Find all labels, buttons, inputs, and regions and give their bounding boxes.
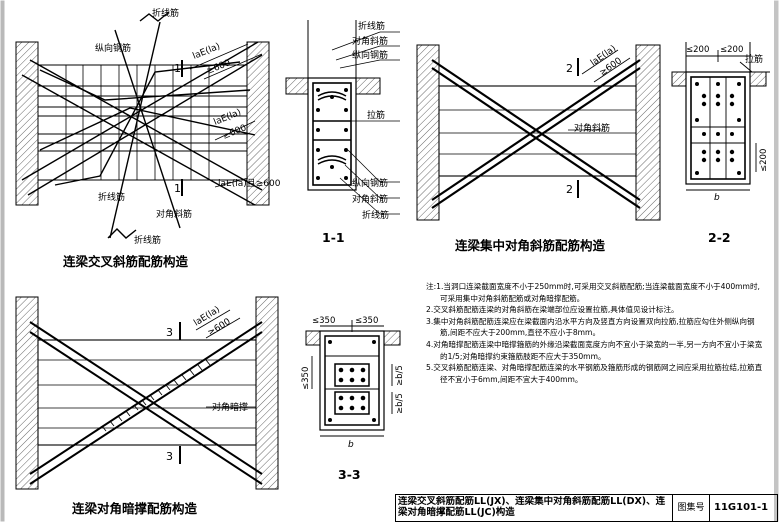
sec2-dim-top-left: ≤200: [686, 45, 709, 55]
concentrated-diagonal-figure: laE(la) ≥600 对角斜筋 2 2 连梁集中对角斜筋配筋构造: [416, 44, 661, 253]
section-3-3: ≤350 ≤350 ≤350 ≥b/5 ≥b/5 b 3-3: [301, 316, 405, 482]
diagonal-bar-label: 对角斜筋: [156, 208, 192, 220]
fig3-strut-label: 对角暗撑: [212, 401, 248, 413]
section-mark-1-bottom: 1: [174, 182, 181, 195]
sec1-label-1: 折线筋: [358, 20, 385, 32]
section-1-1: 折线筋 对角斜筋 纵向钢筋 拉筋 纵向钢筋 对角斜筋 折线筋 1-1: [285, 20, 400, 245]
fig3-mark-top: 3: [166, 326, 173, 339]
sec3-dim-top-left: ≤350: [312, 316, 335, 326]
atlas-number: 11G101-1: [714, 502, 769, 513]
section-1-1-title: 1-1: [322, 230, 345, 245]
bent-bar-top-label: 折线筋: [152, 7, 179, 19]
note-3: 3.集中对角斜筋配筋连梁应在梁截面内沿水平方向及竖直方向设置双向拉筋,拉筋应勾住…: [426, 316, 755, 338]
sec2-dim-side: ≤200: [759, 149, 769, 172]
anchor-3-label: laE(la)且≥600: [218, 178, 281, 189]
fig2-mark-bottom: 2: [566, 183, 573, 196]
notes-block: 注:1.当洞口连梁截面宽度不小于250mm时,可采用交叉斜筋配筋;当连梁截面宽度…: [426, 281, 764, 385]
sec1-label-6: 对角斜筋: [352, 193, 388, 205]
cross-diagonal-title: 连梁交叉斜筋配筋构造: [63, 254, 189, 269]
note-5: 5.交叉斜筋配筋连梁、对角暗撑配筋连梁的水平钢筋及箍筋形成的钢筋网之间应采用拉筋…: [426, 363, 763, 384]
sec3-width-label: b: [348, 440, 354, 450]
sec2-dim-top-right: ≤200: [720, 45, 743, 55]
fig3-mark-bottom: 3: [166, 450, 173, 463]
sec1-label-4: 拉筋: [367, 109, 385, 121]
concentrated-diagonal-title: 连梁集中对角斜筋配筋构造: [455, 238, 606, 253]
section-2-2: ≤200 ≤200 拉筋 ≤200 b 2-2: [671, 42, 770, 245]
sec3-dim-side-right-1: ≥b/5: [395, 365, 405, 386]
title-block: 连梁交叉斜筋配筋LL(JX)、连梁集中对角斜筋配筋LL(DX)、连梁对角暗撑配筋…: [395, 494, 778, 522]
longitudinal-bar-label: 纵向钢筋: [95, 42, 131, 54]
title-block-main: 连梁交叉斜筋配筋LL(JX)、连梁集中对角斜筋配筋LL(DX)、连梁对角暗撑配筋…: [398, 496, 666, 518]
sec1-label-5: 纵向钢筋: [352, 177, 388, 189]
section-2-2-title: 2-2: [708, 230, 731, 245]
sec1-label-3: 纵向钢筋: [352, 49, 388, 61]
sec3-dim-top-right: ≤350: [355, 316, 378, 326]
sec3-dim-side-left: ≤350: [301, 367, 311, 390]
sec2-tie-label: 拉筋: [745, 53, 763, 65]
section-3-3-title: 3-3: [338, 467, 361, 482]
note-1: 注:1.当洞口连梁截面宽度不小于250mm时,可采用交叉斜筋配筋;当连梁截面宽度…: [426, 282, 760, 303]
diagonal-strut-figure: laE(la) ≥600 对角暗撑 3 3 连梁对角暗撑配筋构造: [15, 296, 279, 516]
atlas-key: 图集号: [672, 495, 710, 521]
fig2-diagonal-label: 对角斜筋: [574, 122, 610, 134]
wall-left: [15, 41, 39, 206]
sec3-dim-side-right-2: ≥b/5: [395, 393, 405, 414]
bent-bar-bottom-label: 折线筋: [134, 234, 161, 246]
bent-bar-mid-label: 折线筋: [98, 191, 125, 203]
section-mark-1-top: 1: [174, 62, 181, 75]
sec1-label-7: 折线筋: [362, 209, 389, 221]
sec2-width-label: b: [714, 193, 720, 203]
sec1-label-2: 对角斜筋: [352, 35, 388, 47]
note-4: 4.对角暗撑配筋连梁中暗撑箍筋的外缘沿梁截面宽度方向不宜小于梁宽的一半,另一方向…: [426, 339, 763, 361]
note-2: 2.交叉斜筋配筋连梁的对角斜筋在梁端部位应设置拉筋,具体值见设计标注。: [426, 305, 679, 315]
fig2-mark-top: 2: [566, 62, 573, 75]
diagonal-strut-title: 连梁对角暗撑配筋构造: [72, 501, 198, 516]
